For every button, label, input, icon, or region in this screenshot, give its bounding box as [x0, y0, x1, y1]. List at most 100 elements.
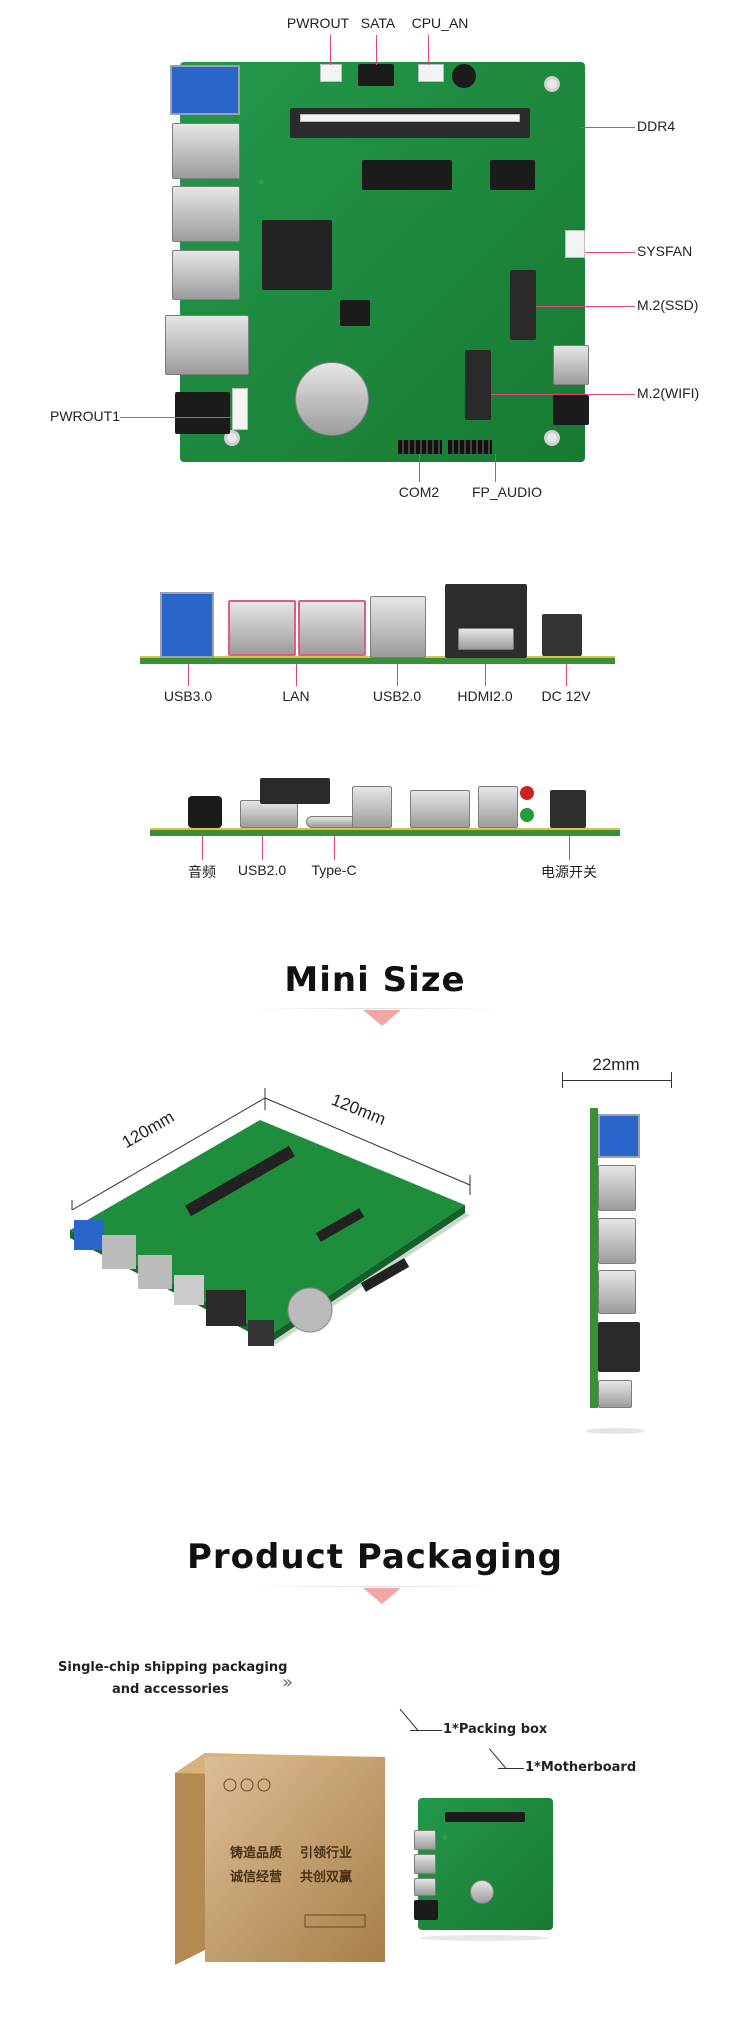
hdmi-port-graphic	[165, 315, 249, 375]
leader-line	[585, 252, 635, 253]
sysfan-connector-graphic	[565, 230, 585, 258]
iso-dc	[248, 1320, 274, 1346]
lan-port-graphic	[172, 123, 240, 179]
mount-hole	[224, 430, 240, 446]
leader-line	[330, 35, 331, 65]
label-hdmi: HDMI2.0	[457, 688, 513, 704]
box-side	[175, 1753, 205, 1965]
title-triangle	[363, 1010, 401, 1026]
iso-ddr-slot	[185, 1145, 295, 1217]
chip-graphic	[362, 160, 452, 190]
cpu-chip-graphic	[262, 220, 332, 290]
usb2-front-graphic	[240, 800, 298, 828]
title-triangle	[363, 1588, 401, 1604]
isometric-board-illustration	[70, 1120, 470, 1346]
label-usb20: USB2.0	[372, 688, 422, 704]
mini-size-title: Mini Size	[284, 960, 466, 1000]
side-lan	[598, 1165, 636, 1211]
iso-m2-slot	[315, 1208, 365, 1242]
fp-audio-header-graphic	[448, 440, 492, 454]
side-usb2	[598, 1270, 636, 1314]
m2-wifi-slot-graphic	[465, 350, 491, 420]
pwrout-connector-graphic	[320, 64, 342, 82]
lan-port-graphic	[172, 186, 240, 242]
packaging-note-line1: Single-chip shipping packaging	[58, 1660, 288, 1675]
leader-line	[262, 836, 263, 860]
led-red-graphic	[520, 786, 534, 800]
packaging-title: Product Packaging	[186, 1537, 564, 1577]
label-pwrout1: PWROUT1	[50, 408, 120, 424]
side-pcb	[590, 1108, 598, 1408]
component-graphic	[410, 790, 470, 828]
iso-m2-slot	[360, 1258, 410, 1292]
heatsink-graphic	[260, 778, 330, 804]
small-usb	[414, 1878, 436, 1896]
box-logo-icon	[257, 1778, 271, 1792]
label-dc: DC 12V	[541, 688, 591, 704]
leader-line	[188, 664, 189, 686]
title-rule	[250, 1586, 500, 1587]
side-usb3	[598, 1114, 640, 1158]
chip-graphic	[340, 300, 370, 326]
label-usb30: USB3.0	[163, 688, 213, 704]
label-height-22mm: 22mm	[592, 1055, 640, 1074]
packing-box-illustration	[175, 1753, 385, 1965]
leader-line	[566, 664, 567, 686]
box-text-3: 诚信经营	[230, 1870, 283, 1885]
leader-line	[296, 664, 297, 686]
cpu-fan-connector-graphic	[418, 64, 444, 82]
leader-line-black	[399, 1708, 419, 1731]
lan-port-graphic	[228, 600, 296, 656]
leader-line	[495, 454, 496, 482]
label-ddr4: DDR4	[637, 118, 676, 134]
leader-line	[419, 454, 420, 482]
iso-lan	[138, 1255, 172, 1289]
iso-usb2	[174, 1275, 204, 1305]
dc-jack-graphic	[175, 392, 230, 434]
usb2-port-graphic	[172, 250, 240, 300]
leader-line	[202, 836, 203, 860]
leader-line	[485, 664, 486, 686]
leader-line	[120, 417, 232, 418]
small-battery	[470, 1880, 494, 1904]
front-usb-graphic	[553, 345, 589, 385]
side-hdmi	[598, 1322, 640, 1372]
leader-line	[334, 836, 335, 860]
leader-line-black	[410, 1730, 442, 1731]
leader-line-black	[498, 1768, 524, 1769]
cmos-battery-graphic	[295, 362, 369, 436]
label-power-switch: 电源开关	[541, 864, 597, 880]
label-typec: Type-C	[311, 862, 357, 878]
label-audio: 音频	[188, 864, 216, 880]
dc-jack-graphic	[542, 614, 582, 656]
label-packing-box: 1*Packing box	[443, 1722, 548, 1737]
iso-hdmi	[206, 1290, 246, 1326]
iso-battery	[287, 1287, 333, 1333]
hdmi-port-inner	[458, 628, 514, 650]
height-dimension-tick	[562, 1072, 563, 1088]
small-hdmi	[414, 1900, 438, 1920]
side-lan	[598, 1218, 636, 1264]
height-dimension-tick	[671, 1072, 672, 1088]
box-logo-icon	[240, 1778, 254, 1792]
leader-line	[536, 306, 635, 307]
component-graphic	[478, 786, 518, 828]
box-text-4: 共创双赢	[300, 1870, 353, 1885]
box-label-area	[304, 1914, 366, 1928]
chip-graphic	[490, 160, 535, 190]
small-lan	[414, 1830, 436, 1850]
leader-line	[397, 664, 398, 686]
mount-hole	[544, 76, 560, 92]
leader-line	[580, 127, 635, 128]
label-m2-wifi: M.2(WIFI)	[637, 385, 700, 401]
leader-line	[428, 35, 429, 65]
double-chevron-icon: »	[282, 1672, 294, 1693]
leader-line-black	[488, 1748, 507, 1769]
side-dc	[598, 1380, 632, 1408]
small-board-shadow	[420, 1935, 550, 1941]
m2-ssd-slot-graphic	[510, 270, 536, 340]
usb3-port-graphic	[170, 65, 240, 115]
audio-jack-graphic	[188, 796, 222, 828]
mount-hole	[544, 430, 560, 446]
iso-usb3	[74, 1220, 104, 1250]
